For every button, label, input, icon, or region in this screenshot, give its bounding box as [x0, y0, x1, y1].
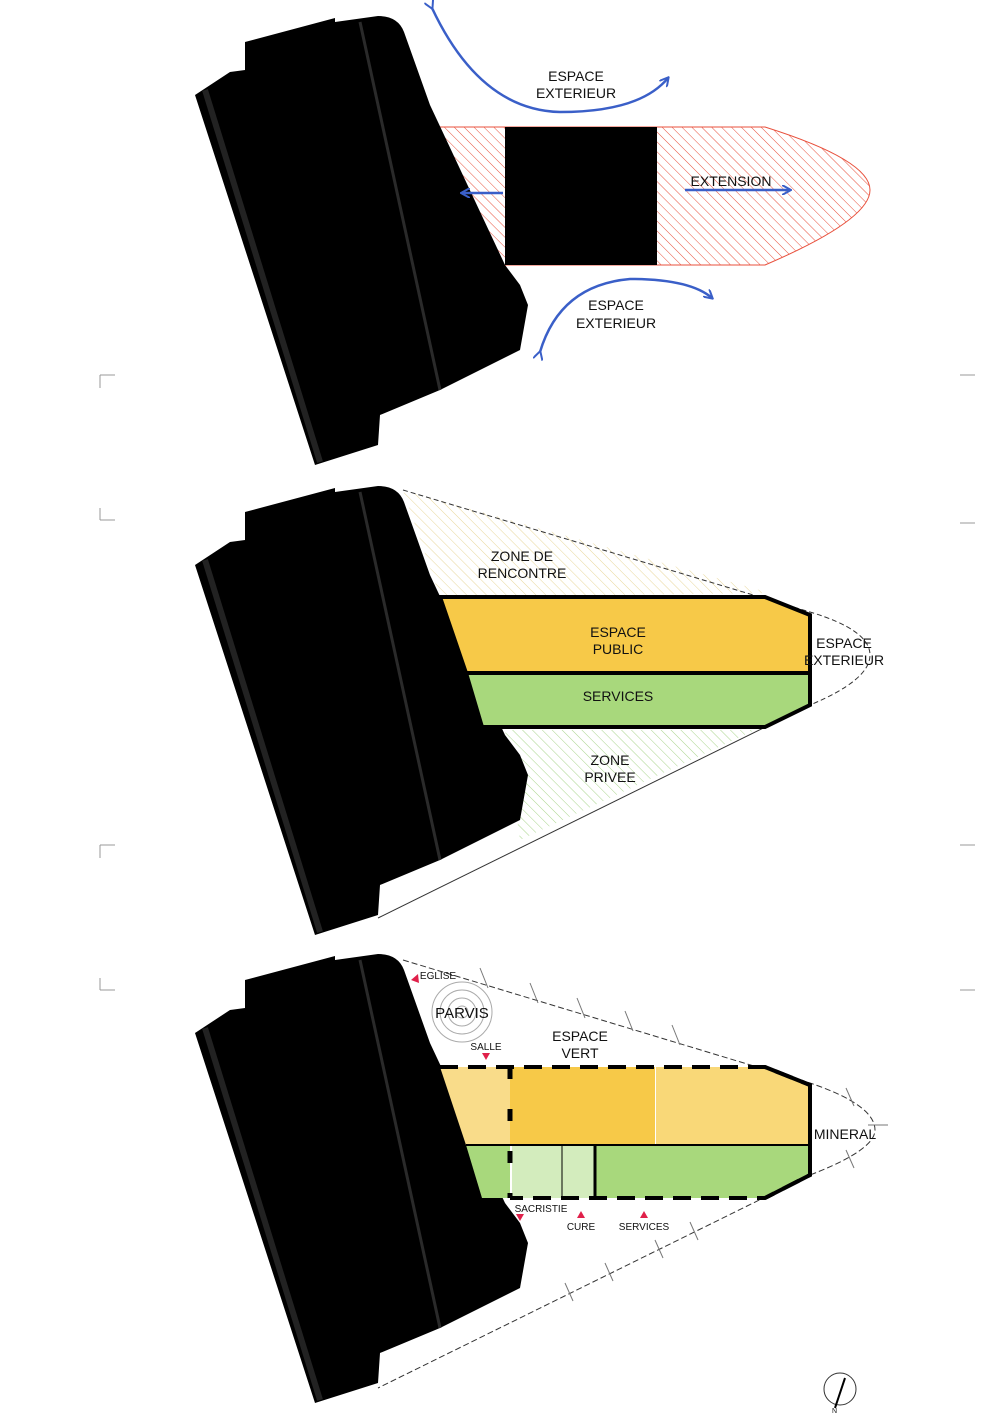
compass-circle-icon [823, 1372, 857, 1406]
label-espace-public-2: PUBLIC [593, 641, 644, 657]
label-espace-vert-1: ESPACE [552, 1028, 608, 1044]
church-building [195, 16, 528, 465]
label-extension: EXTENSION [691, 173, 772, 189]
label-espace-vert-2: VERT [561, 1045, 599, 1061]
site-boundary [377, 959, 876, 1389]
label-services: SERVICES [583, 688, 654, 704]
marker-salle [482, 1053, 490, 1060]
site-boundary [402, 489, 871, 706]
room-salle-entrance [440, 1067, 510, 1145]
marker-eglise [411, 974, 419, 983]
label-mineral: MINERAL [814, 1126, 876, 1142]
marker-services [640, 1211, 648, 1218]
label-espace-public-1: ESPACE [590, 624, 646, 640]
label-espace-exterieur-top-2: EXTERIEUR [536, 85, 616, 101]
label-parvis: PARVIS [435, 1005, 489, 1022]
label-eglise: EGLISE [420, 971, 456, 982]
panel-detailed-plan: EGLISE PARVIS SALLE ESPACE VERT MINERAL … [195, 954, 888, 1403]
panel-program-zoning: ZONE DE RENCONTRE ESPACE PUBLIC SERVICES… [195, 486, 884, 935]
marker-sacristie [516, 1214, 524, 1221]
panel-extension-concept: ESPACE EXTERIEUR EXTENSION ESPACE EXTERI… [195, 8, 871, 465]
zone-espace-public [437, 595, 812, 675]
parvis-circles [431, 981, 493, 1043]
boundary-ticks [479, 967, 888, 1302]
label-cure: CURE [567, 1222, 596, 1233]
zone-rencontre [403, 490, 770, 597]
room-salle-extension [656, 1067, 810, 1145]
arrow-espace-exterieur-bottom [540, 277, 712, 352]
label-espace-exterieur-2: EXTERIEUR [804, 652, 884, 668]
room-sacristie [512, 1145, 595, 1198]
label-services: SERVICES [619, 1222, 670, 1233]
room-salle [510, 1067, 655, 1145]
label-zone-privee-2: PRIVEE [584, 769, 635, 785]
north-needle-icon [834, 1377, 846, 1409]
zone-services [463, 671, 812, 729]
room-services [595, 1145, 810, 1198]
walls [440, 1065, 812, 1200]
crop-marks [99, 374, 975, 991]
north-arrow: N [823, 1372, 857, 1414]
label-zone-privee-1: ZONE [591, 752, 630, 768]
arrow-espace-exterieur-top [432, 8, 668, 114]
label-zone-rencontre-1: ZONE DE [491, 548, 553, 564]
label-zone-rencontre-2: RENCONTRE [478, 565, 567, 581]
label-espace-exterieur-bottom-1: ESPACE [588, 297, 644, 313]
compass-north-label: N [832, 1408, 837, 1414]
label-espace-exterieur-1: ESPACE [816, 635, 872, 651]
label-espace-exterieur-bottom-2: EXTERIEUR [576, 315, 656, 331]
room-services-left [466, 1145, 510, 1198]
zone-privee [505, 730, 755, 840]
marker-cure [577, 1211, 585, 1218]
existing-building [505, 127, 657, 265]
label-espace-exterieur-top-1: ESPACE [548, 68, 604, 84]
label-sacristie: SACRISTIE [515, 1204, 568, 1215]
label-salle: SALLE [470, 1042, 501, 1053]
